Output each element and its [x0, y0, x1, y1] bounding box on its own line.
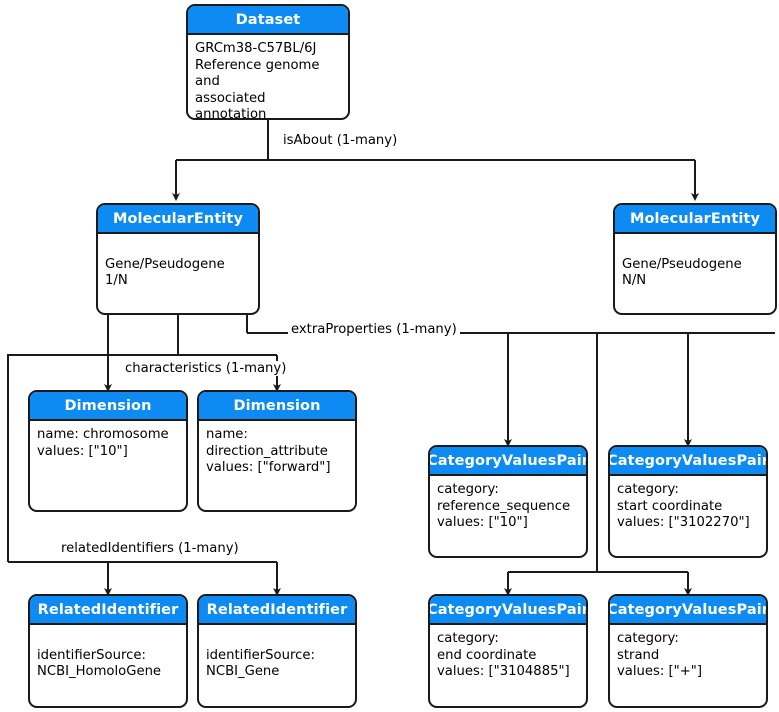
node-dimension-direction[interactable]: Dimension name: direction_attribute valu… — [197, 390, 357, 512]
edge-label-characteristics: characteristics (1-many) — [122, 361, 290, 376]
node-cvp-end-coordinate[interactable]: CategoryValuesPair category: end coordin… — [428, 594, 588, 708]
node-relatedidentifier-gene-source: identifierSource: NCBI_Gene — [206, 647, 315, 680]
node-molecularentity-1-line-1: Gene/Pseudogene 1/N — [105, 256, 225, 289]
node-cvp-strand[interactable]: CategoryValuesPair category: strand valu… — [608, 594, 768, 708]
node-relatedidentifier-gene[interactable]: RelatedIdentifier identifierSource: NCBI… — [197, 594, 357, 708]
node-relatedidentifier-homologene-header: RelatedIdentifier — [30, 596, 186, 625]
node-relatedidentifier-gene-header: RelatedIdentifier — [199, 596, 355, 625]
node-dimension-chromosome-header: Dimension — [30, 392, 186, 421]
node-molecularentity-n-header: MolecularEntity — [615, 205, 775, 234]
node-cvp-end-coordinate-body: category: end coordinate values: ["31048… — [437, 631, 570, 679]
node-cvp-end-coordinate-header: CategoryValuesPair — [430, 596, 586, 625]
node-cvp-start-coordinate-header: CategoryValuesPair — [610, 447, 766, 476]
node-molecularentity-1-header: MolecularEntity — [98, 205, 258, 234]
node-relatedidentifier-homologene-body: identifierSource: NCBI_HomoloGene Homolo… — [30, 625, 186, 706]
node-dataset[interactable]: Dataset GRCm38-C57BL/6J Reference genome… — [186, 4, 350, 120]
node-cvp-start-coordinate-body: category: start coordinate values: ["310… — [617, 482, 750, 530]
node-molecularentity-n-line-1: Gene/Pseudogene N/N — [622, 256, 742, 289]
node-dimension-direction-body: name: direction_attribute values: ["forw… — [206, 427, 331, 475]
node-dataset-header: Dataset — [188, 6, 348, 35]
node-dimension-chromosome[interactable]: Dimension name: chromosome values: ["10"… — [28, 390, 188, 512]
node-relatedidentifier-gene-body: identifierSource: NCBI_Gene Correspondin… — [199, 625, 355, 706]
node-dimension-chromosome-body: name: chromosome values: ["10"] — [37, 427, 169, 459]
edge-label-extraproperties: extraProperties (1-many) — [288, 322, 460, 337]
node-cvp-start-coordinate[interactable]: CategoryValuesPair category: start coord… — [608, 445, 768, 558]
node-cvp-reference-sequence-header: CategoryValuesPair — [430, 447, 586, 476]
node-molecularentity-1[interactable]: MolecularEntity Gene/Pseudogene 1/N e.g.… — [96, 203, 260, 315]
edge-label-isabout: isAbout (1-many) — [280, 133, 401, 148]
node-cvp-strand-body: category: strand values: ["+"] — [617, 631, 702, 679]
node-cvp-strand-header: CategoryValuesPair — [610, 596, 766, 625]
node-relatedidentifier-homologene-source: identifierSource: NCBI_HomoloGene — [37, 647, 162, 680]
node-cvp-reference-sequence-body: category: reference_sequence values: ["1… — [437, 482, 571, 530]
node-molecularentity-1-body: Gene/Pseudogene 1/N e.g., Gm30674 — [98, 234, 258, 313]
node-molecularentity-n-body: Gene/Pseudogene N/N — [615, 234, 775, 313]
node-molecularentity-n[interactable]: MolecularEntity Gene/Pseudogene N/N — [613, 203, 777, 315]
node-dimension-direction-header: Dimension — [199, 392, 355, 421]
edge-label-relatedidentifiers: relatedIdentifiers (1-many) — [58, 541, 242, 556]
node-cvp-reference-sequence[interactable]: CategoryValuesPair category: reference_s… — [428, 445, 588, 558]
node-dataset-body: GRCm38-C57BL/6J Reference genome and ass… — [195, 41, 320, 120]
node-relatedidentifier-homologene[interactable]: RelatedIdentifier identifierSource: NCBI… — [28, 594, 188, 708]
